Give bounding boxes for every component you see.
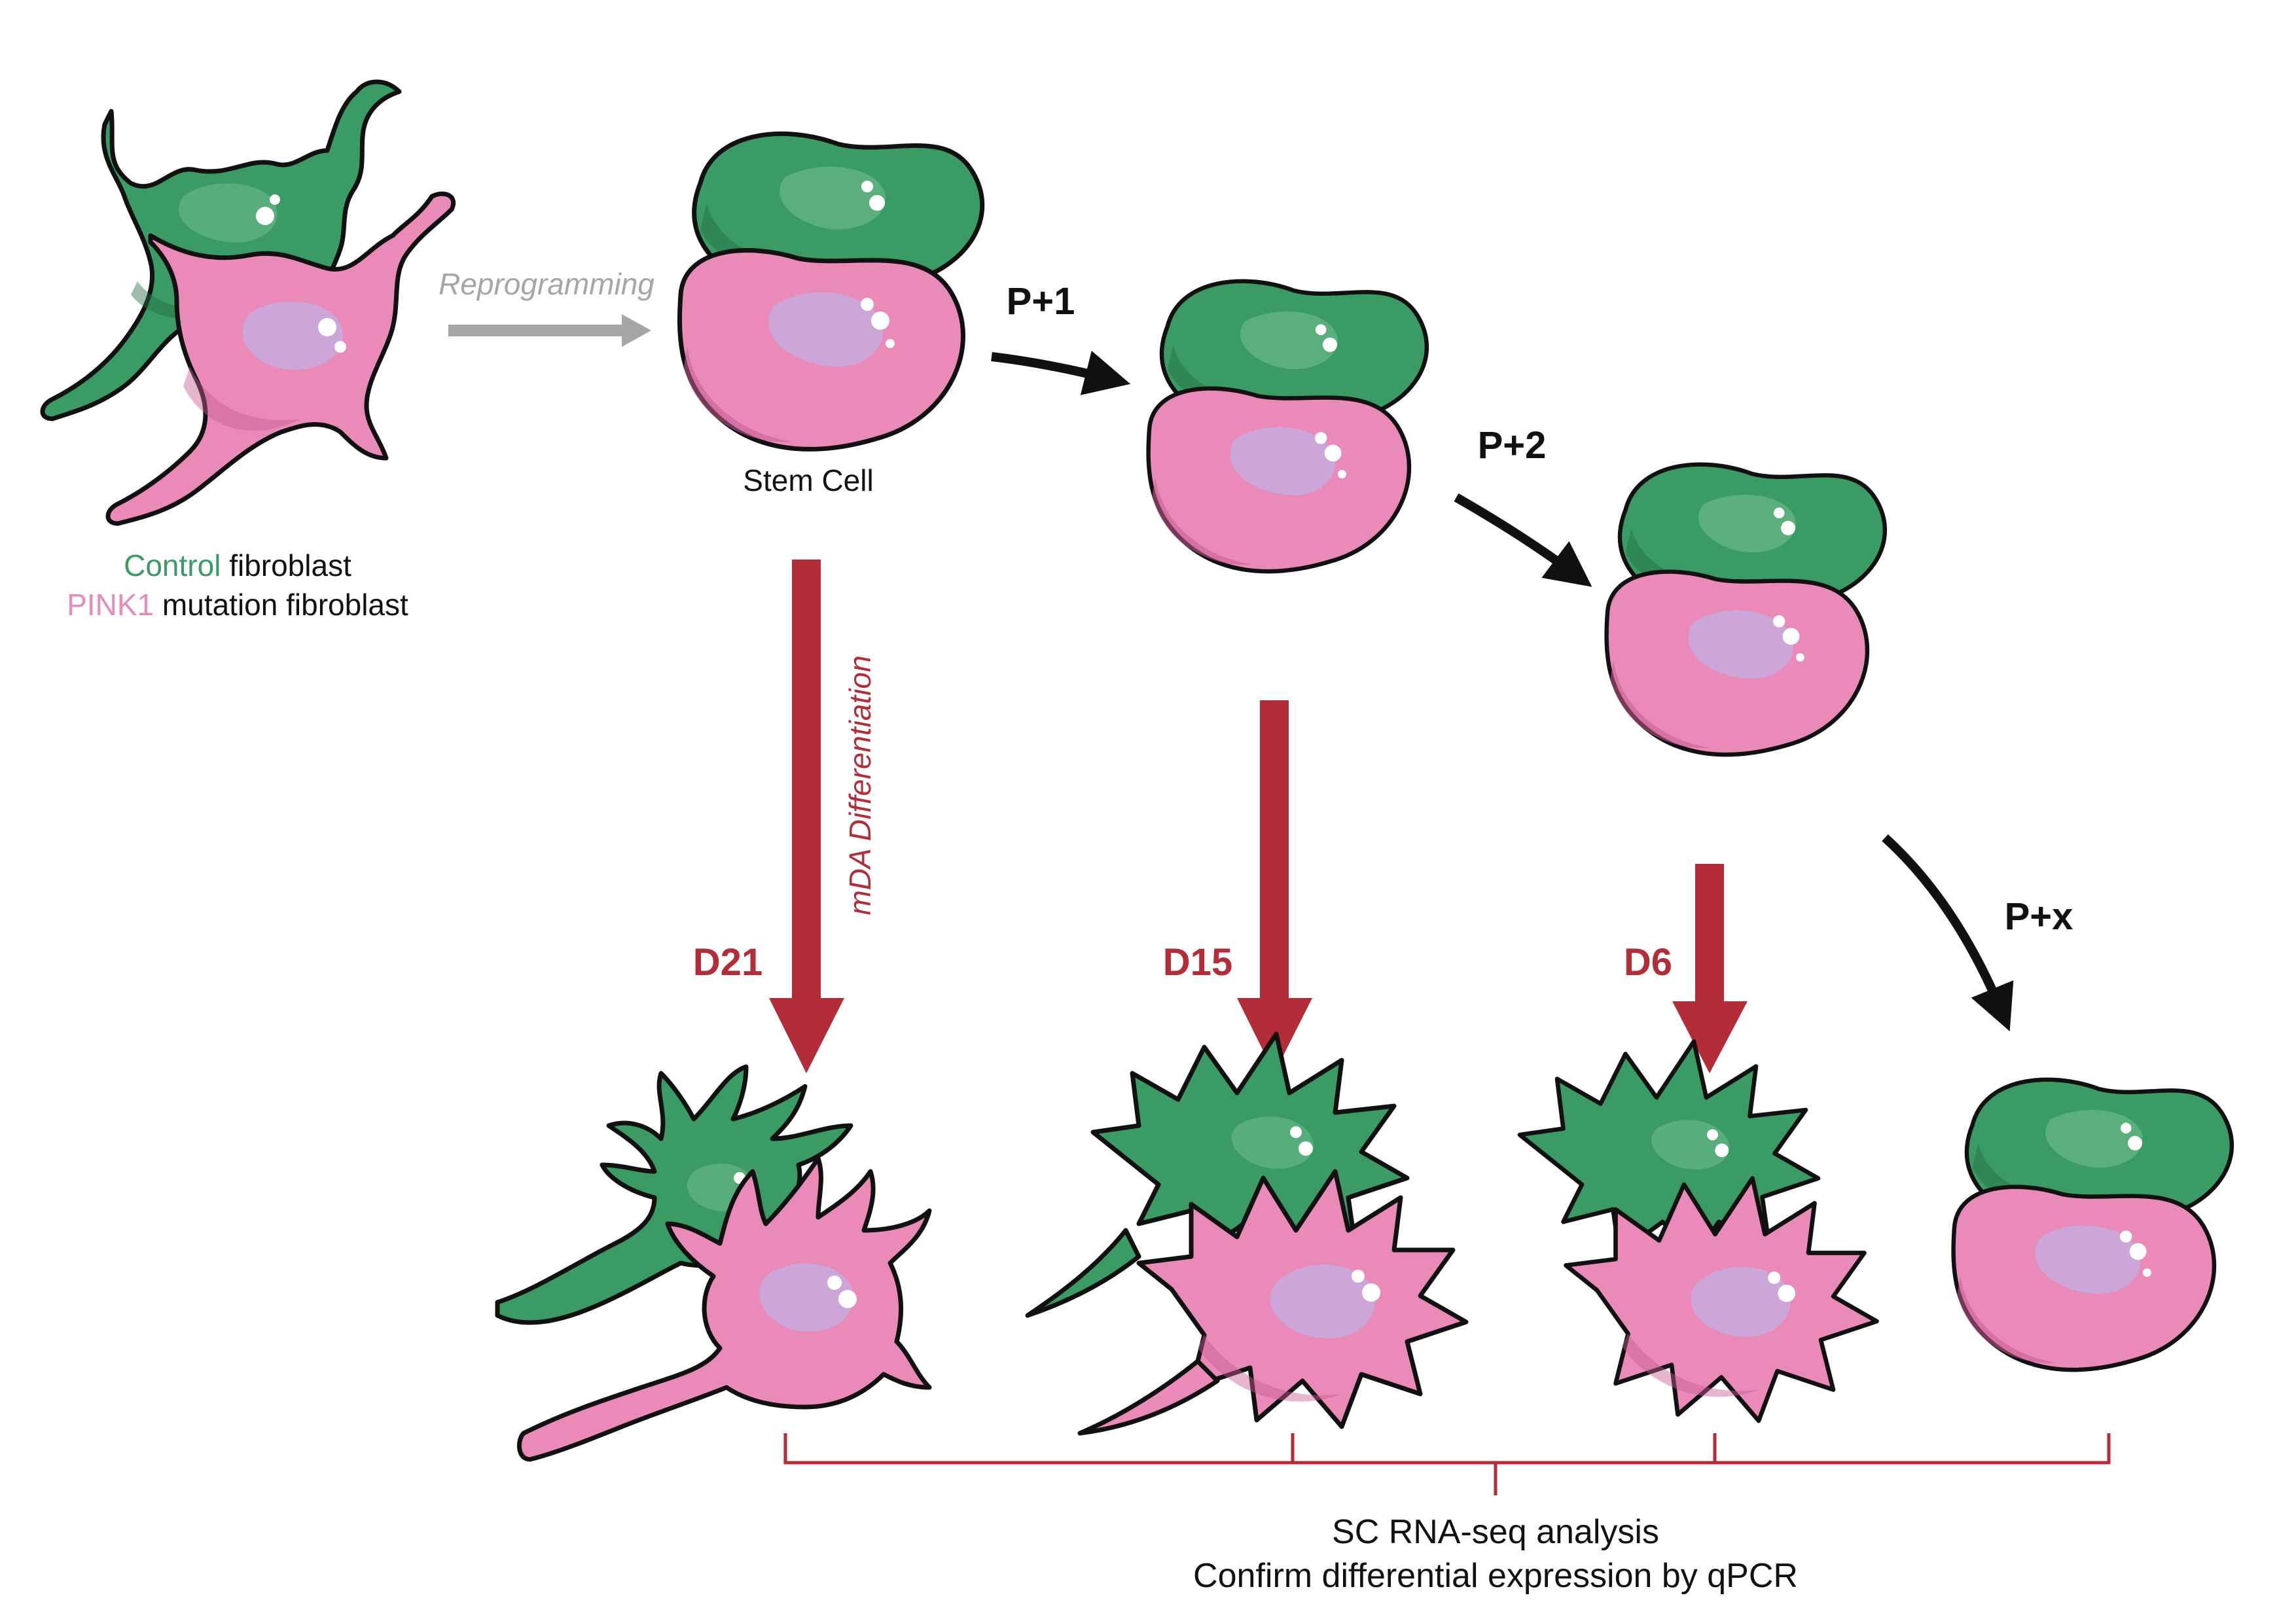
passage-arrow-px (1882, 834, 2014, 1031)
analysis-bracket (783, 1433, 2111, 1495)
legend-pink1-fibroblast: PINK1 mutation fibroblast (67, 588, 408, 622)
differentiation-arrow-d6 (1672, 864, 1748, 1073)
neuron-pair-d21 (495, 1064, 932, 1462)
analysis-line-1: SC RNA-seq analysis (1332, 1513, 1659, 1551)
passage-label-px: P+x (2005, 895, 2073, 938)
neuron-pair-d15 (1025, 1034, 1466, 1436)
passage-label-p1: P+1 (1007, 280, 1075, 323)
stem-cell-label: Stem Cell (743, 463, 873, 497)
day-label-d21: D21 (693, 941, 762, 984)
fibroblast-pair (40, 79, 456, 526)
reprogramming-arrow (448, 314, 651, 347)
differentiation-arrow-d15 (1237, 700, 1312, 1073)
stem-cell-pair-p2 (1607, 465, 1885, 755)
stem-cell-pair-p1 (1149, 281, 1427, 571)
day-label-d15: D15 (1163, 941, 1232, 984)
analysis-line-2: Confirm differential expression by qPCR (1193, 1557, 1798, 1595)
day-label-d6: D6 (1624, 941, 1672, 984)
stem-cell-pair (679, 134, 982, 449)
passage-label-p2: P+2 (1478, 424, 1547, 467)
differentiation-label: mDA Differentiation (843, 655, 877, 915)
neuron-pair-d6 (1520, 1042, 1877, 1421)
reprogramming-label: Reprogramming (439, 267, 655, 301)
differentiation-arrow-d21 (769, 560, 844, 1073)
passage-arrow-p2 (1454, 493, 1592, 587)
stem-cell-pair-px (1954, 1080, 2232, 1370)
passage-arrow-p1 (991, 350, 1131, 395)
legend-control-fibroblast: Control fibroblast (124, 548, 351, 582)
